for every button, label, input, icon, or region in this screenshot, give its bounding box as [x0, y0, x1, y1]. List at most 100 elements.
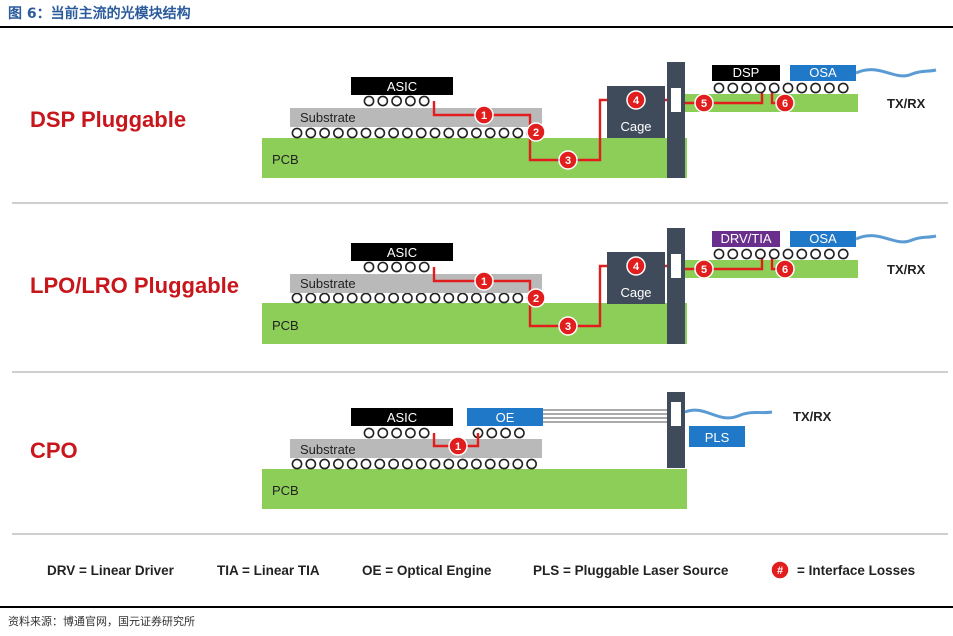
- loss-number: 3: [565, 321, 571, 333]
- bottom-rule: [0, 606, 953, 608]
- solder-ball: [796, 82, 808, 94]
- asic-chip: [351, 77, 453, 95]
- pcb-label: PCB: [272, 318, 299, 333]
- solder-ball: [457, 292, 468, 304]
- solder-ball: [404, 261, 416, 273]
- solder-ball: [500, 427, 511, 439]
- faceplate: [667, 62, 685, 178]
- solder-ball: [498, 458, 510, 470]
- solder-ball: [526, 458, 537, 470]
- solder-ball: [418, 427, 430, 439]
- solder-ball: [374, 458, 386, 470]
- pcb: [262, 138, 687, 178]
- solder-ball: [810, 82, 821, 94]
- fiber: [855, 68, 937, 78]
- loss-marker-5: 5: [694, 93, 714, 113]
- solder-ball: [824, 82, 835, 94]
- port-label: TX/RX: [887, 262, 926, 277]
- osa: [790, 231, 856, 247]
- loss-number: 5: [701, 264, 707, 276]
- loss-number: 2: [533, 127, 539, 139]
- solder-ball: [319, 127, 330, 139]
- solder-ball: [457, 458, 468, 470]
- loss-circle: [775, 259, 795, 279]
- loss-number: 1: [481, 110, 487, 122]
- solder-ball: [363, 95, 375, 107]
- solder-ball: [498, 292, 510, 304]
- fiber: [684, 408, 773, 420]
- section-dsp: DSP Pluggable PCB Substrate ASIC Cage DS…: [30, 62, 937, 178]
- asic-chip: [351, 408, 453, 426]
- loss-marker-6: 6: [775, 93, 795, 113]
- solder-ball: [429, 458, 441, 470]
- solder-balls: [363, 95, 430, 107]
- solder-ball: [514, 427, 525, 439]
- solder-ball: [415, 127, 427, 139]
- loss-marker-6: 6: [775, 259, 795, 279]
- connector-slot: [671, 254, 681, 278]
- cage-label: Cage: [620, 285, 651, 300]
- solder-ball: [305, 458, 317, 470]
- legend-drv: DRV = Linear Driver: [47, 563, 175, 578]
- solder-ball: [782, 82, 794, 94]
- solder-ball: [401, 458, 413, 470]
- solder-ball: [391, 427, 402, 439]
- solder-balls: [713, 82, 849, 94]
- legend-tia: TIA = Linear TIA: [217, 563, 320, 578]
- solder-ball: [332, 292, 344, 304]
- faceplate: [667, 228, 685, 344]
- solder-ball: [484, 458, 496, 470]
- solder-ball: [388, 127, 399, 139]
- substrate-label: Substrate: [300, 276, 356, 291]
- solder-ball: [377, 427, 389, 439]
- asic-label: ASIC: [387, 245, 417, 260]
- loss-marker-1: 1: [448, 436, 468, 456]
- legend-pls: PLS = Pluggable Laser Source: [533, 563, 729, 578]
- dsp-label: DSP: [733, 65, 760, 80]
- solder-ball: [484, 292, 496, 304]
- port-label: TX/RX: [793, 409, 832, 424]
- legend-oe: OE = Optical Engine: [362, 563, 492, 578]
- loss-path: [432, 264, 668, 328]
- loss-circle: [448, 436, 468, 456]
- solder-ball: [332, 127, 344, 139]
- cage-label: Cage: [620, 119, 651, 134]
- solder-ball: [713, 82, 725, 94]
- solder-ball: [418, 95, 430, 107]
- pcb-label: PCB: [272, 152, 299, 167]
- solder-ball: [837, 248, 849, 260]
- solder-ball: [512, 458, 524, 470]
- solder-ball: [415, 292, 427, 304]
- solder-ball: [360, 127, 372, 139]
- loss-number: 2: [533, 293, 539, 305]
- loss-number: 3: [565, 155, 571, 167]
- optical-engine-label: OE: [496, 410, 515, 425]
- solder-ball: [810, 248, 821, 260]
- solder-ball: [401, 292, 413, 304]
- solder-ball: [291, 127, 303, 139]
- solder-balls: [363, 261, 430, 273]
- fiber: [855, 234, 937, 244]
- solder-ball: [727, 248, 739, 260]
- solder-ball: [319, 458, 330, 470]
- solder-ball: [796, 248, 808, 260]
- pcb: [262, 469, 687, 509]
- loss-marker-4: 4: [626, 90, 646, 110]
- solder-ball: [404, 427, 416, 439]
- loss-marker-3: 3: [558, 316, 578, 336]
- solder-ball: [363, 261, 375, 273]
- solder-ball: [346, 127, 358, 139]
- solder-ball: [443, 127, 455, 139]
- solder-ball: [291, 292, 303, 304]
- loss-marker-4: 4: [626, 256, 646, 276]
- solder-ball: [377, 261, 389, 273]
- solder-ball: [470, 458, 482, 470]
- solder-ball: [470, 292, 482, 304]
- section-cpo: CPO PCB Substrate ASIC OE PLS TX/RX 1: [30, 392, 832, 509]
- solder-ball: [741, 82, 752, 94]
- solder-ball: [374, 127, 386, 139]
- loss-circle: [626, 256, 646, 276]
- legend-loss-symbol: #: [777, 565, 783, 577]
- loss-marker-2: 2: [526, 122, 546, 142]
- pcb: [262, 303, 687, 344]
